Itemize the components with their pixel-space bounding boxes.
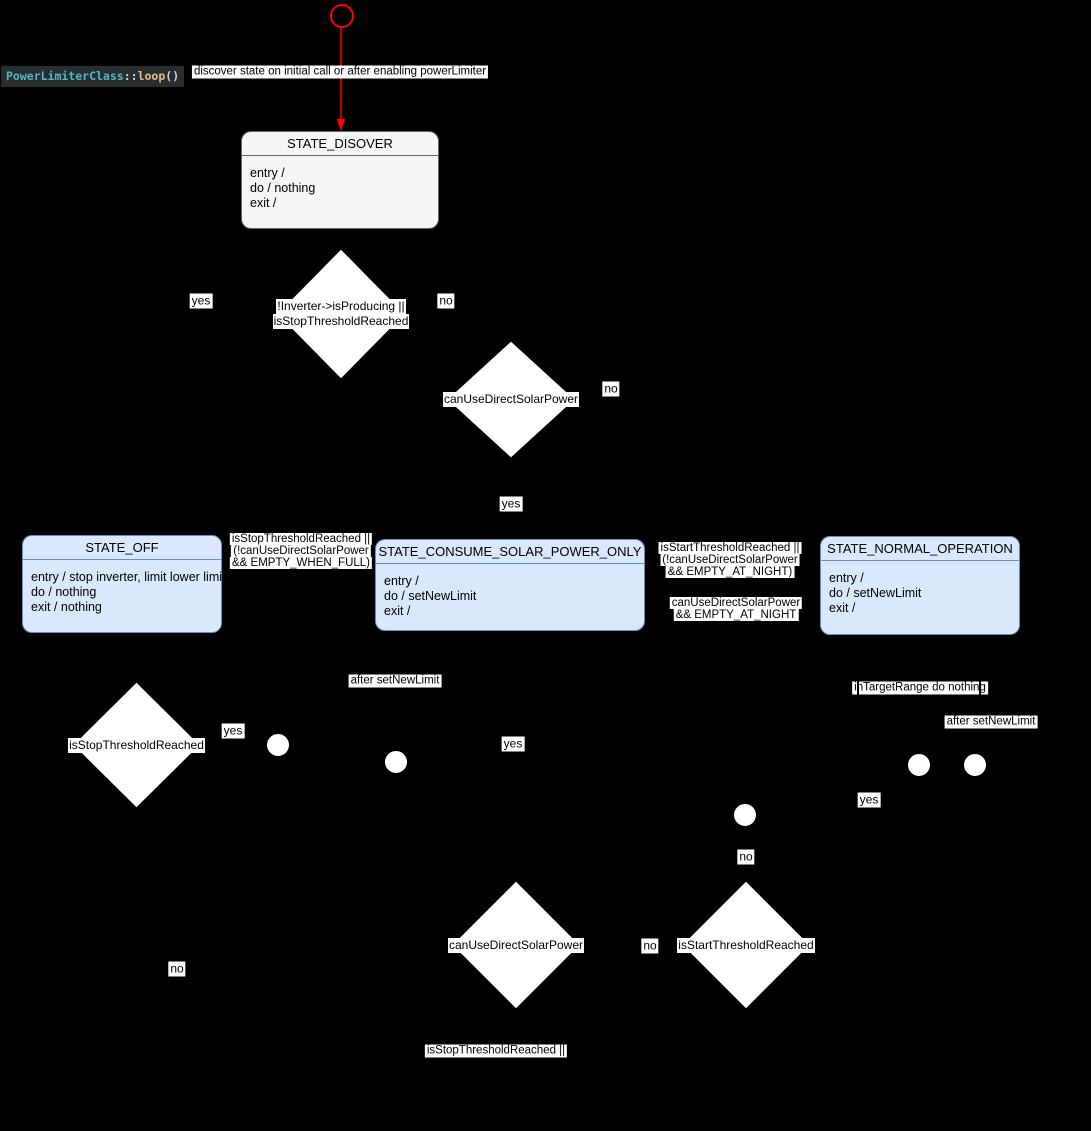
- edge-label-no: no: [168, 961, 186, 977]
- state-line: entry / stop inverter, limit lower limit: [31, 570, 226, 584]
- edge-label-yes: yes: [501, 736, 525, 752]
- decision-label: !Inverter->isProducing || isStopThreshol…: [272, 299, 410, 329]
- class-name-token: PowerLimiterClass: [6, 69, 124, 83]
- function-title-label: PowerLimiterClass::loop(): [1, 66, 185, 87]
- state-line: entry /: [250, 166, 285, 180]
- junction-node-2: [384, 750, 408, 774]
- edge-label-guard-to-consume: isStartThresholdReached || (!canUseDirec…: [658, 542, 802, 578]
- edge-label-guard-to-normal: canUseDirectSolarPower && EMPTY_AT_NIGHT: [669, 597, 803, 621]
- state-line: do / nothing: [250, 181, 316, 195]
- decision-can-use-direct-solar-top-diamond: canUseDirectSolarPower: [442, 341, 580, 458]
- edge-label-stop-threshold-guard: isStopThresholdReached ||: [424, 1044, 568, 1058]
- state-line: exit /: [384, 604, 411, 618]
- state-line: do / setNewLimit: [384, 589, 477, 603]
- decision-label: canUseDirectSolarPower: [442, 392, 580, 407]
- decision-stop-threshold-diamond: isStopThresholdReached: [68, 682, 205, 808]
- edge-label-no: no: [602, 381, 620, 397]
- state-title: STATE_NORMAL_OPERATION: [821, 537, 1019, 561]
- state-line: do / nothing: [31, 585, 97, 599]
- state-title: STATE_OFF: [23, 536, 221, 560]
- state-title: STATE_CONSUME_SOLAR_POWER_ONLY: [376, 540, 644, 564]
- state-line: exit /: [829, 601, 856, 615]
- edge-label-yes: yes: [221, 723, 245, 739]
- scope-token: ::: [123, 69, 138, 83]
- state-line: exit / nothing: [31, 600, 102, 614]
- junction-node-3: [733, 803, 757, 827]
- edge-label-after-setnewlimit-right: after setNewLimit: [944, 715, 1038, 729]
- state-line: exit /: [250, 196, 277, 210]
- edge-label-discover-transition: discover state on initial call or after …: [191, 65, 489, 79]
- edge-label-in-target-range: inTargetRange do nothing: [852, 681, 988, 695]
- state-body: entry / do / setNewLimit exit /: [821, 561, 1019, 616]
- edge-label-yes: yes: [499, 496, 523, 512]
- parens-token: (): [165, 69, 180, 83]
- decision-label: canUseDirectSolarPower: [447, 937, 585, 953]
- initial-transition-arrow-icon: [336, 27, 346, 131]
- edge-label-yes: yes: [189, 293, 213, 309]
- state-line: entry /: [829, 571, 864, 585]
- edge-label-yes: yes: [857, 792, 881, 808]
- edge-label-after-setnewlimit-left: after setNewLimit: [348, 674, 442, 688]
- state-box-discover: STATE_DISOVER entry / do / nothing exit …: [241, 131, 439, 229]
- junction-node-4: [907, 753, 931, 777]
- edge-label-no: no: [737, 849, 755, 865]
- state-line: entry /: [384, 574, 419, 588]
- state-body: entry / do / nothing exit /: [242, 156, 438, 211]
- edge-label-no: no: [641, 938, 659, 954]
- decision-label: isStartThresholdReached: [677, 937, 815, 953]
- method-name-token: loop: [137, 69, 166, 83]
- state-body: entry / stop inverter, limit lower limit…: [23, 560, 226, 615]
- decision-label: isStopThresholdReached: [68, 737, 205, 753]
- decision-producing-or-stop-diamond: !Inverter->isProducing || isStopThreshol…: [272, 249, 410, 379]
- initial-state-icon: [330, 4, 354, 28]
- edge-segment: [857, 678, 859, 698]
- edge-segment: [979, 678, 981, 698]
- state-box-off: STATE_OFF entry / stop inverter, limit l…: [22, 535, 226, 633]
- state-title: STATE_DISOVER: [242, 132, 438, 156]
- edge-label-guard-to-off: isStopThresholdReached || (!canUseDirect…: [229, 533, 373, 569]
- state-body: entry / do / setNewLimit exit /: [376, 564, 644, 619]
- junction-node-5: [963, 753, 987, 777]
- state-box-normal-operation: STATE_NORMAL_OPERATION entry / do / setN…: [820, 536, 1020, 635]
- state-line: do / setNewLimit: [829, 586, 922, 600]
- junction-node-1: [266, 733, 290, 757]
- decision-start-threshold-diamond: isStartThresholdReached: [677, 881, 815, 1009]
- state-box-consume-solar: STATE_CONSUME_SOLAR_POWER_ONLY entry / d…: [375, 539, 645, 631]
- edge-label-no: no: [437, 293, 455, 309]
- decision-can-use-direct-solar-bottom-diamond: canUseDirectSolarPower: [447, 881, 585, 1009]
